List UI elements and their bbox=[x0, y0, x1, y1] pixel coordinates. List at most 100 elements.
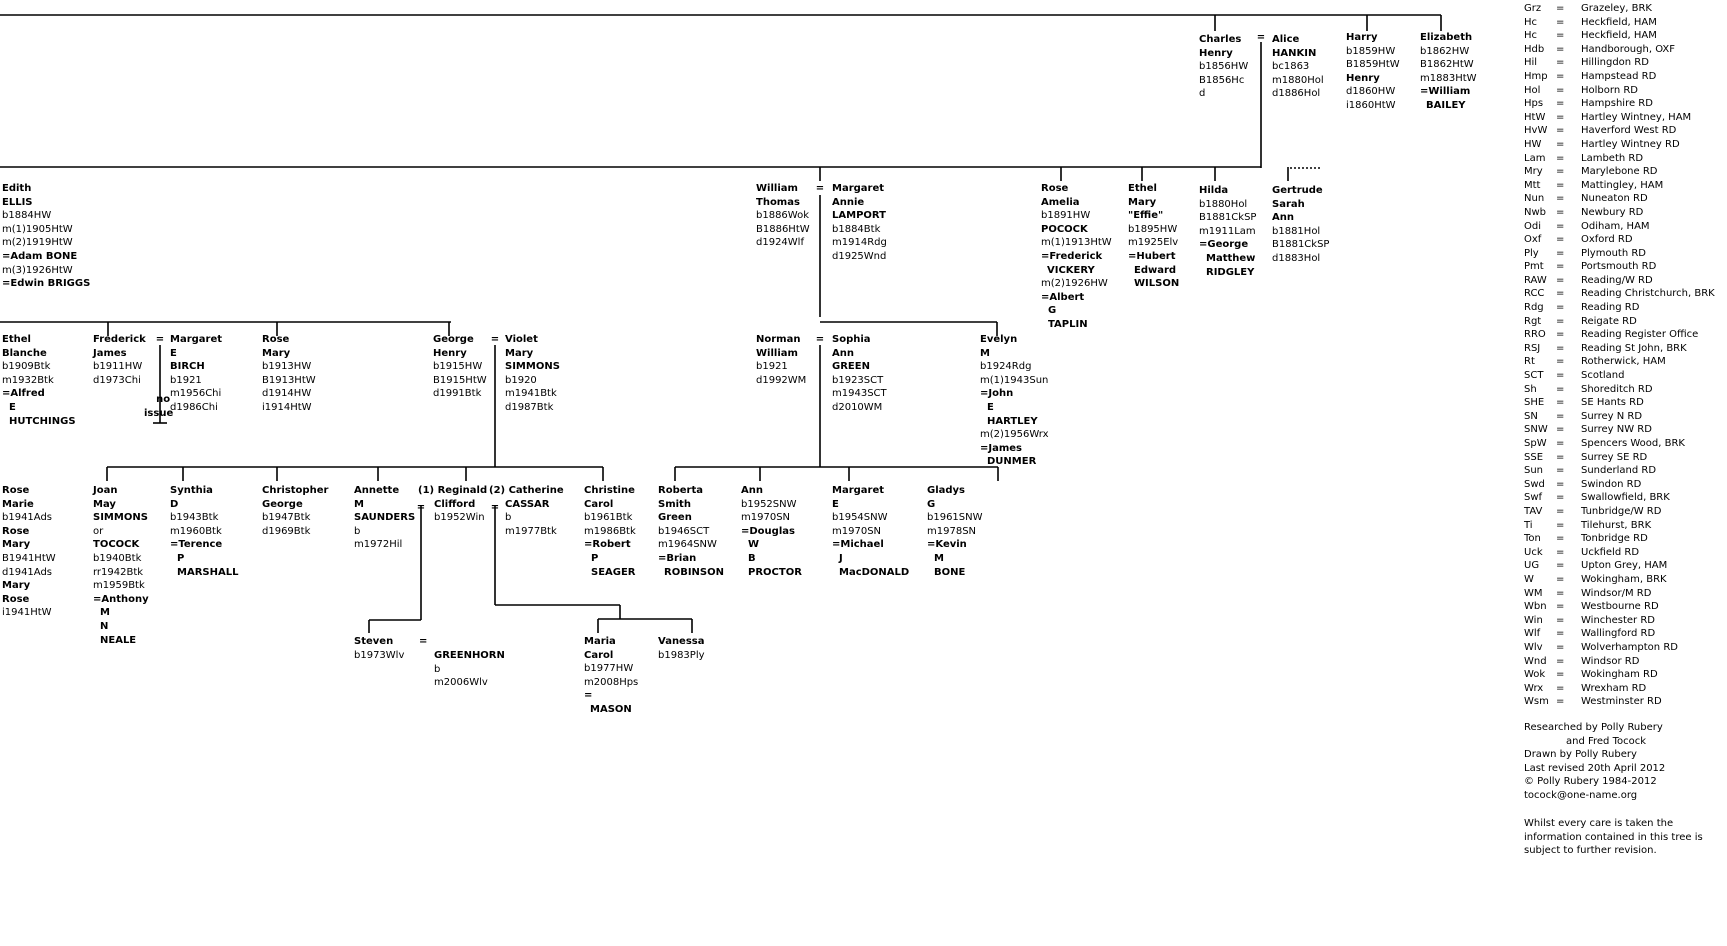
credit-line: Drawn by Polly Rubery bbox=[1524, 749, 1637, 761]
credit-line: tocock@one-name.org bbox=[1524, 789, 1638, 801]
legend-place: Reading Christchurch, BRK bbox=[1581, 288, 1715, 300]
legend-place: Scotland bbox=[1581, 370, 1625, 382]
marriage-sign: = bbox=[417, 502, 425, 513]
legend-equals: = bbox=[1556, 533, 1565, 545]
legend-code: Rdg bbox=[1524, 302, 1544, 314]
legend-code: Grz bbox=[1524, 3, 1542, 14]
legend-code: RSJ bbox=[1524, 342, 1541, 354]
legend-equals: = bbox=[1556, 383, 1565, 395]
legend-equals: = bbox=[1556, 16, 1565, 28]
legend-code: Uck bbox=[1524, 546, 1543, 558]
legend-place: Grazeley, BRK bbox=[1581, 3, 1652, 14]
person-evelyn: Evelyn M b1924Rdg m(1)1943Sun =John E HA… bbox=[980, 334, 1049, 468]
legend-place: Reading RD bbox=[1581, 302, 1640, 314]
legend-code: Rgt bbox=[1524, 315, 1542, 327]
legend-equals: = bbox=[1556, 669, 1565, 681]
legend-equals: = bbox=[1556, 478, 1565, 490]
legend-code: Wlv bbox=[1524, 641, 1543, 653]
legend-equals: = bbox=[1556, 315, 1565, 327]
legend-equals: = bbox=[1556, 234, 1565, 246]
legend-place: Windsor RD bbox=[1581, 655, 1640, 667]
legend-code: Hdb bbox=[1524, 43, 1545, 55]
legend-code: Swf bbox=[1524, 492, 1543, 504]
legend-equals: = bbox=[1556, 179, 1565, 191]
legend-equals: = bbox=[1556, 641, 1565, 653]
legend-code: Hil bbox=[1524, 57, 1538, 69]
person-margaret-lamport: Margaret Annie LAMPORT b1884Btk m1914Rdg… bbox=[832, 183, 887, 262]
person-alice: Alice HANKIN bc1863 m1880Hol d1886Hol bbox=[1272, 34, 1324, 100]
legend-place: Tonbridge RD bbox=[1581, 533, 1648, 545]
person-ethel-mary: Ethel Mary "Effie" b1895HW m1925Elv =Hub… bbox=[1128, 183, 1180, 290]
person-sophia: Sophia Ann GREEN b1923SCT m1943SCT d2010… bbox=[832, 334, 887, 413]
credit-line: and Fred Tocock bbox=[1566, 735, 1647, 747]
legend-place: Reigate RD bbox=[1581, 315, 1637, 327]
person-margaret-e: Margaret E b1954SNW m1970SN =Michael J M… bbox=[832, 485, 910, 578]
no-issue-label: no issue bbox=[144, 394, 174, 419]
person-hilda: Hilda b1880Hol B1881CkSP m1911Lam =Georg… bbox=[1199, 185, 1257, 278]
legend-equals: = bbox=[1556, 43, 1565, 55]
legend-place: Uckfield RD bbox=[1581, 546, 1640, 558]
legend-code: Mtt bbox=[1524, 179, 1541, 191]
legend-equals: = bbox=[1556, 492, 1565, 504]
credit-line: Last revised 20th April 2012 bbox=[1524, 762, 1666, 774]
legend-equals: = bbox=[1556, 166, 1565, 178]
legend-place: Portsmouth RD bbox=[1581, 261, 1657, 273]
disclaimer: Whilst every care is taken the informati… bbox=[1524, 818, 1703, 857]
person-catherine: (2) Catherine CASSAR b m1977Btk bbox=[489, 485, 564, 537]
legend-equals: = bbox=[1556, 438, 1565, 449]
legend-equals: = bbox=[1556, 329, 1565, 341]
legend-place: Nuneaton RD bbox=[1581, 193, 1648, 205]
legend-code: Ton bbox=[1524, 533, 1541, 545]
legend-equals: = bbox=[1556, 342, 1565, 354]
legend-equals: = bbox=[1556, 397, 1565, 409]
person-steven: Steven b1973Wlv bbox=[354, 636, 405, 661]
legend-code: UG bbox=[1524, 560, 1540, 572]
legend-place: Wallingford RD bbox=[1581, 628, 1656, 640]
legend-equals: = bbox=[1556, 206, 1565, 218]
legend-place: Wokingham RD bbox=[1581, 669, 1658, 681]
person-charles: Charles Henry b1856HW B1856Hc d bbox=[1199, 34, 1249, 100]
legend-place: Swallowfield, BRK bbox=[1581, 492, 1670, 504]
legend-equals: = bbox=[1556, 193, 1565, 205]
legend-code: Wlf bbox=[1524, 628, 1541, 640]
legend-place: Heckfield, HAM bbox=[1581, 30, 1657, 42]
legend-code: Hc bbox=[1524, 30, 1538, 42]
legend-place: Surrey N RD bbox=[1581, 410, 1643, 422]
legend-code: Ply bbox=[1524, 247, 1539, 259]
legend-equals: = bbox=[1556, 125, 1565, 137]
legend-place: Hillingdon RD bbox=[1581, 57, 1649, 69]
legend-place: Surrey SE RD bbox=[1581, 451, 1648, 463]
person-synthia: Synthia D b1943Btk m1960Btk =Terence P M… bbox=[170, 485, 239, 578]
legend-place: Surrey NW RD bbox=[1581, 424, 1652, 436]
legend-code: SSE bbox=[1524, 451, 1544, 463]
legend-equals: = bbox=[1556, 98, 1565, 110]
credits: Researched by Polly Rubery and Fred Toco… bbox=[1524, 721, 1665, 803]
legend-code: Sh bbox=[1524, 383, 1537, 395]
credit-line: © Polly Rubery 1984-2012 bbox=[1524, 776, 1657, 788]
legend-code: Swd bbox=[1524, 478, 1545, 490]
legend-place: Mattingley, HAM bbox=[1581, 179, 1664, 191]
legend-place: Westbourne RD bbox=[1581, 601, 1659, 613]
legend-code: Pmt bbox=[1524, 261, 1544, 273]
legend-equals: = bbox=[1556, 696, 1565, 708]
legend-place: Sunderland RD bbox=[1581, 465, 1657, 477]
legend-place: Odiham, HAM bbox=[1581, 220, 1650, 232]
legend-equals: = bbox=[1556, 682, 1565, 694]
person-roberta: Roberta Smith Green b1946SCT m1964SNW =B… bbox=[658, 485, 724, 578]
person-vanessa: Vanessa b1983Ply bbox=[658, 636, 705, 661]
person-christine: Christine Carol b1961Btk m1986Btk =Rober… bbox=[584, 485, 636, 578]
legend-code: Wok bbox=[1524, 669, 1546, 681]
legend-code: SNW bbox=[1524, 424, 1548, 436]
legend-code: Hps bbox=[1524, 98, 1544, 110]
legend-equals: = bbox=[1556, 587, 1565, 599]
person-frederick: Frederick James b1911HW d1973Chi bbox=[93, 334, 146, 386]
legend-code: RAW bbox=[1524, 274, 1547, 286]
marriage-sign-steven: = bbox=[419, 636, 428, 647]
legend-equals: = bbox=[1556, 152, 1565, 164]
legend-equals: = bbox=[1556, 57, 1565, 69]
legend-code: TAV bbox=[1524, 505, 1543, 517]
legend-code: SpW bbox=[1524, 438, 1547, 449]
legend-equals: = bbox=[1556, 628, 1565, 640]
legend-equals: = bbox=[1556, 370, 1565, 382]
